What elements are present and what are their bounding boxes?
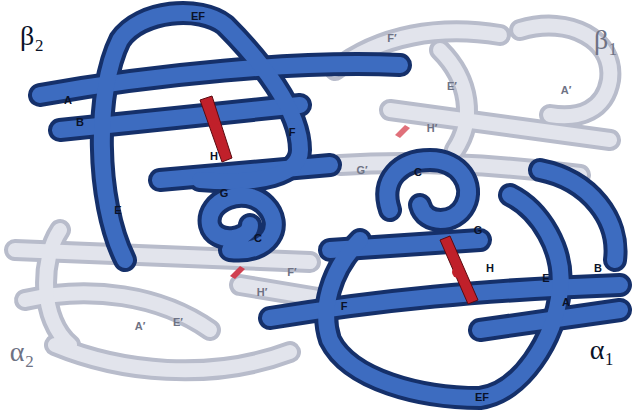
helix-label: F [341,301,348,312]
helix-label: E′ [173,317,183,328]
helix-label: F′ [287,267,296,278]
helix-label: F [289,127,296,138]
helix-label: H [210,151,218,162]
helix-label: EF [191,11,205,22]
subunit-label: α₂ [10,338,34,366]
helix-label: C [414,167,422,178]
helix-label: H [486,263,494,274]
helix-label: G′ [356,165,367,176]
helix-label: G [474,225,483,236]
helix-label: H′ [427,123,438,134]
helix-label: A [64,95,72,106]
helix-label: EF [475,392,489,403]
helix-label: A′ [561,85,572,96]
helix-label: E′ [447,81,457,92]
helix-label: C [254,233,262,244]
helix-label: E [114,205,121,216]
helix-label: B [594,263,602,274]
helix-label: A′ [135,321,146,332]
helix-label: B [76,117,84,128]
subunit-label: α₁ [590,336,614,364]
subunit-label: β₁ [594,26,618,54]
helix-label: F′ [387,33,396,44]
helix-label: H′ [257,287,268,298]
subunit-label: β₂ [20,22,44,50]
helix-label: A [562,297,570,308]
helix-label: E [542,273,549,284]
helix-label: G [220,188,229,199]
